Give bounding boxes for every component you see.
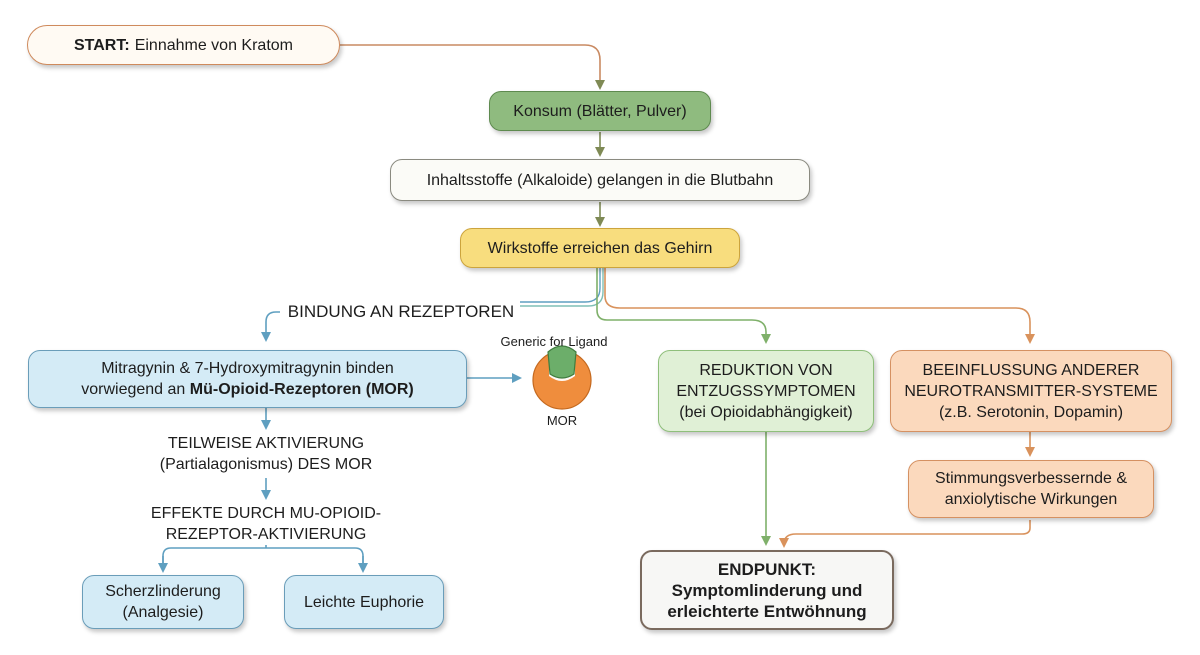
withdrawal-line3: (bei Opioidabhängigkeit): [679, 403, 853, 421]
arrow-brain-to-neurotransmitters: [604, 268, 1035, 344]
pain-relief-line2: (Analgesie): [122, 604, 204, 621]
mor-binding-line2-bold: Mü-Opioid-Rezeptoren (MOR): [189, 381, 414, 398]
endpoint-line2: Symptomlinderung und: [671, 580, 863, 600]
ligand-label: Generic for Ligand: [500, 334, 608, 349]
euphoria-label: Leichte Euphorie: [303, 593, 425, 611]
arrow-effects-to-outcomes: [162, 547, 364, 568]
partial-activation-text: TEILWEISE AKTIVIERUNG (Partialagonismus)…: [126, 433, 406, 475]
partial-activation-line2: (Partialagonismus) DES MOR: [159, 456, 373, 473]
neurotransmitters-box: BEEINFLUSSUNG ANDERER NEUROTRANSMITTER-S…: [890, 350, 1172, 432]
mood-line2: anxiolytische Wirkungen: [944, 491, 1118, 508]
neurotransmitters-line3: (z.B. Serotonin, Dopamin): [938, 403, 1124, 421]
brain-box: Wirkstoffe erreichen das Gehirn: [460, 228, 740, 268]
mood-line1: Stimmungsverbessernde &: [934, 470, 1128, 487]
arrow-brain-to-binding: [520, 268, 601, 303]
withdrawal-box: REDUKTION VON ENTZUGSSYMPTOMEN (bei Opio…: [658, 350, 874, 432]
receptor-binding-label: BINDUNG AN REZEPTOREN: [287, 302, 515, 321]
arrow-start-to-consumption: [340, 44, 605, 90]
endpoint-line1: ENDPUNKT:: [717, 559, 817, 579]
consumption-box: Konsum (Blätter, Pulver): [489, 91, 711, 131]
arrow-mood-to-endpoint: [779, 520, 1031, 548]
bloodstream-label: Inhaltsstoffe (Alkaloide) gelangen in di…: [426, 171, 774, 189]
start-prefix: START:: [73, 36, 130, 54]
withdrawal-line2: ENTZUGSSYMPTOMEN: [676, 382, 856, 400]
withdrawal-line1: REDUKTION VON: [699, 361, 833, 379]
pain-relief-line1: Scherzlinderung: [105, 583, 221, 600]
effects-line1: EFFEKTE DURCH MU-OPIOID-: [150, 505, 382, 522]
effects-text: EFFEKTE DURCH MU-OPIOID- REZEPTOR-AKTIVI…: [116, 503, 416, 545]
neurotransmitters-line2: NEUROTRANSMITTER-SYSTEME: [904, 382, 1158, 400]
mor-binding-line1: Mitragynin & 7-Hydroxymitragynin binden: [101, 360, 394, 377]
mor-binding-line2: vorwiegend an Mü-Opioid-Rezeptoren (MOR): [81, 379, 413, 400]
bloodstream-box: Inhaltsstoffe (Alkaloide) gelangen in di…: [390, 159, 810, 201]
neurotransmitters-line1: BEEINFLUSSUNG ANDERER: [922, 361, 1140, 379]
endpoint-box: ENDPUNKT: Symptomlinderung und erleichte…: [640, 550, 894, 630]
pain-relief-box: Scherzlinderung (Analgesie): [82, 575, 244, 629]
endpoint-line3: erleichterte Entwöhnung: [667, 601, 867, 621]
mor-binding-box: Mitragynin & 7-Hydroxymitragynin binden …: [28, 350, 467, 408]
ligand-shape: [547, 345, 577, 379]
euphoria-box: Leichte Euphorie: [284, 575, 444, 629]
start-text: Einnahme von Kratom: [134, 36, 293, 54]
brain-label: Wirkstoffe erreichen das Gehirn: [487, 239, 713, 257]
receptor-ligand-icon: [532, 345, 592, 410]
mor-binding-line2-prefix: vorwiegend an: [81, 381, 190, 398]
mood-box: Stimmungsverbessernde & anxiolytische Wi…: [908, 460, 1154, 518]
receptor-label: MOR: [546, 413, 578, 428]
consumption-label: Konsum (Blätter, Pulver): [513, 102, 687, 120]
arrow-brain-to-withdrawal: [596, 268, 771, 344]
effects-line2: REZEPTOR-AKTIVIERUNG: [165, 526, 367, 543]
partial-activation-line1: TEILWEISE AKTIVIERUNG: [167, 435, 365, 452]
start-box: START: Einnahme von Kratom: [27, 25, 340, 65]
